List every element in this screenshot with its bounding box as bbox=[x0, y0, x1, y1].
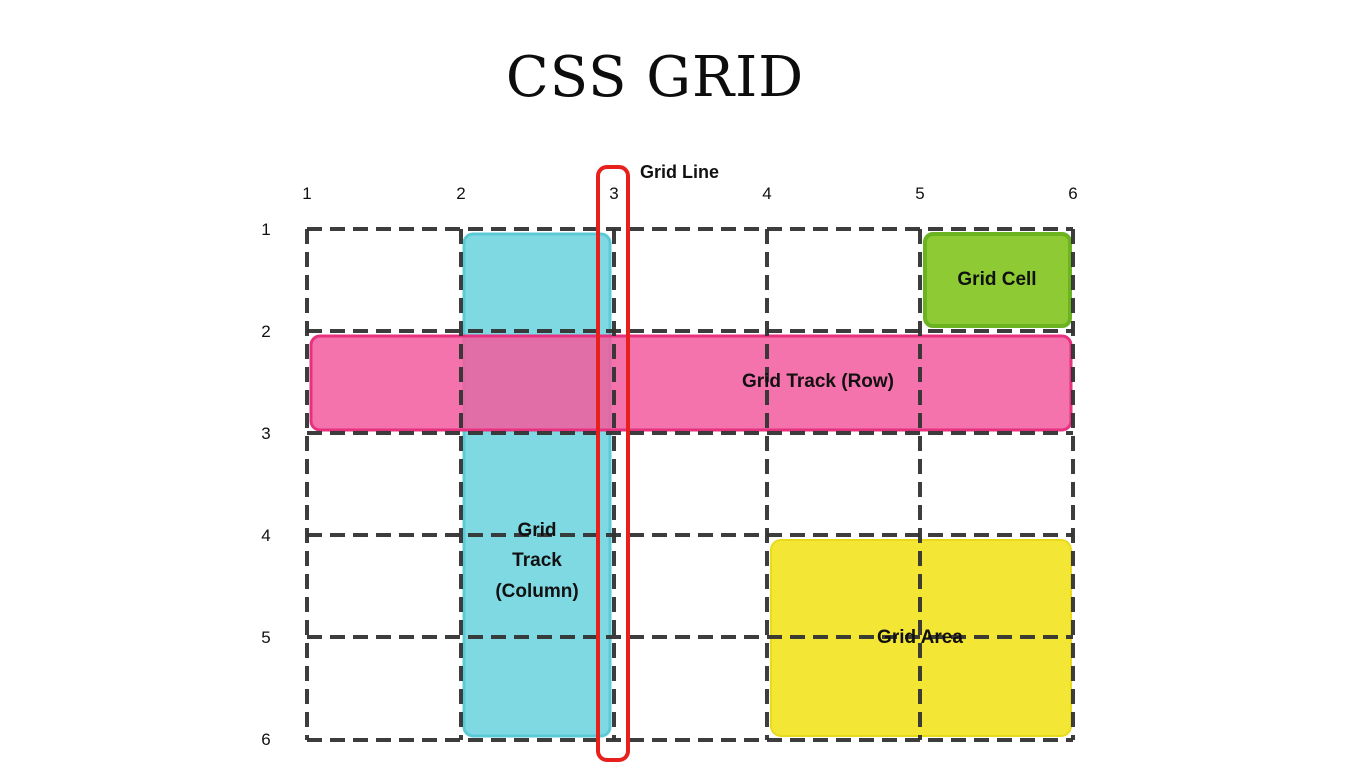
row-line-number: 5 bbox=[261, 628, 270, 647]
grid-cell-label: Grid Cell bbox=[957, 269, 1036, 290]
grid-area-label: Grid Area bbox=[877, 627, 963, 648]
grid-track-column-label-line-2: Track bbox=[512, 550, 562, 571]
grid-line-marker bbox=[596, 165, 630, 762]
column-line-number: 2 bbox=[456, 184, 465, 203]
grid-track-row bbox=[309, 334, 1073, 432]
grid-track-column-label-line-3: (Column) bbox=[495, 581, 578, 602]
column-line-number: 4 bbox=[762, 184, 771, 203]
column-line-number: 1 bbox=[302, 184, 311, 203]
grid-track-column bbox=[462, 232, 612, 738]
grid-line-label: Grid Line bbox=[640, 162, 719, 182]
column-line-number: 3 bbox=[609, 184, 618, 203]
row-line-number: 1 bbox=[261, 220, 270, 239]
grid-lines bbox=[305, 227, 1075, 742]
row-line-number: 6 bbox=[261, 730, 270, 749]
grid-track-row-label: Grid Track (Row) bbox=[742, 371, 894, 392]
column-line-number: 5 bbox=[915, 184, 924, 203]
page-title: CSS GRID bbox=[505, 45, 805, 110]
column-line-number: 6 bbox=[1068, 184, 1077, 203]
row-line-number: 4 bbox=[261, 526, 270, 545]
row-line-number: 3 bbox=[261, 424, 270, 443]
grid-cell bbox=[923, 232, 1072, 328]
row-line-number: 2 bbox=[261, 322, 270, 341]
grid-track-column-label-line-1: Grid bbox=[517, 520, 556, 541]
